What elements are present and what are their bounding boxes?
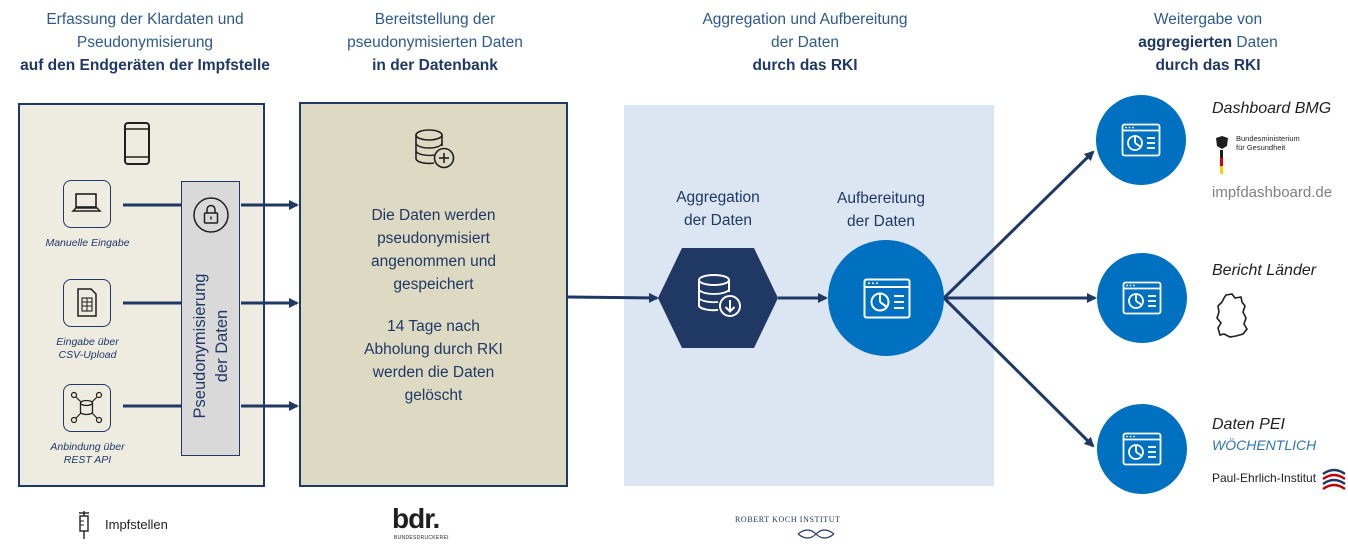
federal-eagle-icon [1216, 136, 1228, 174]
input-label-manual-line1: Manuelle Eingabe [45, 237, 130, 249]
output-title-pei: Daten PEI [1212, 416, 1285, 433]
header-distribution: Weitergabe von aggregierten Daten durch … [1068, 8, 1348, 77]
dashboard-icon [1122, 281, 1162, 315]
header-rki: Aggregation und Aufbereitung der Daten d… [660, 8, 950, 77]
header-database-line2: pseudonymisierten Daten [347, 34, 523, 51]
input-label-csv: Eingabe über CSV-Upload [30, 336, 145, 362]
header-rki-line3: durch das RKI [752, 57, 858, 74]
header-distribution-line3: durch das RKI [1155, 57, 1261, 74]
output-circle-laender [1097, 253, 1187, 343]
database-text-line: Die Daten werden [371, 207, 496, 224]
bdr-logo-text: bdr. [392, 503, 440, 534]
database-download-icon [698, 274, 741, 317]
header-database: Bereitstellung der pseudonymisierten Dat… [290, 8, 580, 77]
bmg-logo-text: Bundesministerium für Gesundheit [1236, 134, 1300, 152]
database-text-line: werden die Daten [372, 364, 495, 381]
header-database-line3: in der Datenbank [372, 57, 498, 74]
bmg-logo: Bundesministerium für Gesundheit [1212, 134, 1322, 178]
rki-logo-icon [797, 529, 835, 539]
aggregation-label-line1: Aggregation [676, 189, 760, 206]
bmg-logo-line2: für Gesundheit [1236, 143, 1286, 152]
header-database-line1: Bereitstellung der [374, 11, 496, 28]
header-distribution-bold: aggregierten [1138, 34, 1233, 51]
input-label-api-line1: Anbindung über [50, 441, 125, 453]
header-distribution-rest: Daten [1232, 34, 1278, 51]
database-text-stored: Die Daten werden pseudonymisiert angenom… [299, 204, 568, 296]
header-capture-line1: Erfassung der Klardaten und [46, 11, 244, 28]
database-text-line: pseudonymisiert [377, 230, 490, 247]
rki-logo-text: ROBERT KOCH INSTITUT [735, 515, 841, 524]
output-subtitle-pei: WÖCHENTLICH [1212, 437, 1317, 453]
aufbereitung-circle [828, 240, 944, 356]
dashboard-icon [1122, 432, 1162, 466]
output-title-laender: Bericht Länder [1212, 262, 1317, 279]
header-rki-line1: Aggregation und Aufbereitung [702, 11, 908, 28]
aufbereitung-label-line2: der Daten [846, 213, 916, 230]
bdr-logo-sub: BUNDESDRUCKEREI [394, 535, 449, 541]
syringe-icon [79, 511, 89, 539]
output-circle-pei [1097, 404, 1187, 494]
dashboard-icon [1121, 123, 1161, 157]
input-label-api-line2: REST API [63, 454, 112, 466]
aggregation-label-line2: der Daten [683, 212, 753, 229]
aggregation-hexagon [658, 248, 778, 348]
pei-logo-text: Paul-Ehrlich-Institut [1212, 471, 1317, 485]
aggregation-label: Aggregation der Daten [658, 186, 778, 232]
header-rki-line2: der Daten [770, 34, 840, 51]
footer-impfstellen: Impfstellen [105, 517, 168, 532]
header-capture: Erfassung der Klardaten und Pseudonymisi… [0, 8, 290, 77]
aufbereitung-label: Aufbereitung der Daten [820, 187, 942, 233]
input-label-csv-line1: Eingabe über [56, 336, 119, 348]
spreadsheet-icon [63, 279, 111, 327]
database-text-line: 14 Tage nach [387, 318, 480, 335]
bdr-logo: bdr. BUNDESDRUCKEREI [392, 503, 462, 542]
network-database-icon [63, 384, 111, 432]
database-text-deleted: 14 Tage nach Abholung durch RKI werden d… [299, 315, 568, 407]
header-distribution-line2: aggregierten Daten [1068, 31, 1348, 54]
input-label-manual: Manuelle Eingabe [30, 237, 145, 250]
dashboard-icon [863, 278, 911, 319]
header-capture-line2: Pseudonymisierung [76, 34, 214, 51]
germany-map-icon [1216, 293, 1248, 338]
database-text-line: angenommen und [371, 253, 496, 270]
database-text-line: gelöscht [404, 387, 463, 404]
bmg-logo-line1: Bundesministerium [1236, 134, 1300, 143]
input-label-csv-line2: CSV-Upload [58, 349, 117, 361]
lock-icon [193, 197, 229, 233]
database-box [299, 102, 568, 487]
pseudonymization-bar: Pseudonymisierung der Daten [181, 181, 240, 456]
database-text-line: Abholung durch RKI [364, 341, 503, 358]
input-label-api: Anbindung über REST API [30, 441, 145, 467]
pei-logo-icon [1322, 468, 1346, 491]
output-title-dashboard: Dashboard BMG [1212, 100, 1332, 117]
database-add-icon [415, 129, 455, 169]
aufbereitung-label-line1: Aufbereitung [837, 190, 925, 207]
header-distribution-line1: Weitergabe von [1153, 11, 1263, 28]
header-capture-line3: auf den Endgeräten der Impfstelle [20, 57, 270, 74]
output-circle-dashboard [1096, 95, 1186, 185]
database-text-line: gespeichert [393, 276, 474, 293]
smartphone-icon [124, 122, 150, 165]
dashboard-url[interactable]: impfdashboard.de [1212, 184, 1333, 201]
laptop-icon [63, 180, 111, 228]
